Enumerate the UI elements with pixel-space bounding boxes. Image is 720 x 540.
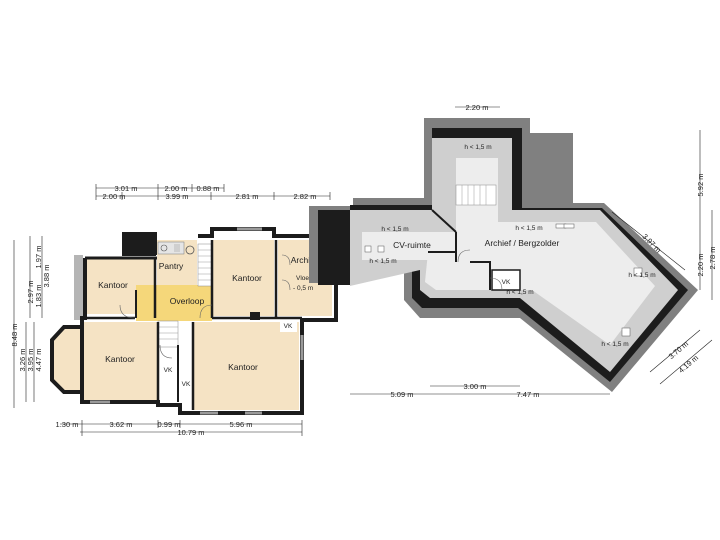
appliances xyxy=(157,241,195,255)
overloop-floor xyxy=(136,285,212,321)
stair-treads xyxy=(158,249,212,340)
dim-top-4: 2.00 m xyxy=(103,192,126,201)
attic-inner-floor xyxy=(362,158,655,345)
dim-left-1: 8.48 m xyxy=(10,324,19,347)
height-note-2: h < 1,5 m xyxy=(381,226,408,233)
room-label-vk-1: VK xyxy=(164,367,173,374)
attic-stair-treads xyxy=(461,185,487,205)
windows xyxy=(90,227,304,415)
room-label-kantoor-1: Kantoor xyxy=(98,280,128,290)
kantoor-3-floor xyxy=(84,322,158,400)
dimension-lines xyxy=(13,106,713,436)
dim-left-3: 1.83 m xyxy=(34,285,43,308)
room-label-vk-2: VK xyxy=(182,381,191,388)
height-note-5: h < 1,5 m xyxy=(506,289,533,296)
room-label-vk-3: VK xyxy=(284,323,293,330)
dim-bottom-1: 1.30 m xyxy=(56,420,79,429)
height-note-3: h < 1,5 m xyxy=(369,258,396,265)
dim-attic-right-1: 5.92 m xyxy=(696,174,705,197)
kantoor-4-floor xyxy=(193,322,299,410)
attic-fixtures xyxy=(364,223,643,337)
room-label-cv-ruimte: CV-ruimte xyxy=(393,240,431,250)
roof-top-right xyxy=(530,133,573,207)
dim-attic-right-2: 2.20 m xyxy=(696,254,705,277)
height-note-1: h < 1,5 m xyxy=(464,144,491,151)
attic-door-swings xyxy=(457,249,503,291)
dim-bottom-total: 10.79 m xyxy=(177,428,204,437)
dim-top-2: 2.00 m xyxy=(165,184,188,193)
room-note-vloer: Vloer xyxy=(296,275,312,282)
stair-left-bottom xyxy=(157,320,179,348)
dim-top-3: 0.88 m xyxy=(197,184,220,193)
side-terrace xyxy=(74,255,83,320)
dim-left-7: 3.95 m xyxy=(26,349,35,372)
left-floor xyxy=(50,227,338,415)
dim-bottom-3: 0.99 m xyxy=(158,420,181,429)
room-label-kantoor-4: Kantoor xyxy=(228,362,258,372)
dim-top-6: 2.81 m xyxy=(236,192,259,201)
room-label-kantoor-3: Kantoor xyxy=(105,354,135,364)
room-label-pantry: Pantry xyxy=(159,261,184,271)
height-note-4: h < 1,5 m xyxy=(515,225,542,232)
dim-bottom-2: 3.62 m xyxy=(110,420,133,429)
dim-attic-bottom-3: 7.47 m xyxy=(517,390,540,399)
column xyxy=(250,312,260,320)
room-note-vloer-depth: - 0,5 m xyxy=(293,285,313,292)
dim-top-7: 2.82 m xyxy=(294,192,317,201)
dim-top-1: 3.01 m xyxy=(115,184,138,193)
vk-2-floor xyxy=(180,345,193,403)
chimney-block xyxy=(122,232,156,256)
dim-left-4: 1.97 m xyxy=(34,246,43,269)
room-label-archief: Archief xyxy=(291,255,318,265)
dim-left-8: 4.47 m xyxy=(34,349,43,372)
room-label-vk-4: VK xyxy=(502,279,511,286)
room-label-archief-bergzolder: Archief / Bergzolder xyxy=(485,238,560,248)
attic-vk-box xyxy=(491,269,521,291)
dim-attic-bottom-1: 3.00 m xyxy=(464,382,487,391)
dim-top-5: 3.99 m xyxy=(166,192,189,201)
dim-attic-right-3: 2.78 m xyxy=(708,247,717,270)
stair-left-top xyxy=(197,243,213,287)
attic-floor xyxy=(309,118,698,392)
door-swings xyxy=(119,254,291,359)
kantoor-2-floor xyxy=(212,240,274,316)
height-note-7: h < 1,5 m xyxy=(601,341,628,348)
room-label-kantoor-2: Kantoor xyxy=(232,273,262,283)
dim-attic-top: 2.20 m xyxy=(466,103,489,112)
room-label-overloop: Overloop xyxy=(170,296,205,306)
vk-1-floor xyxy=(160,345,178,397)
bay-window xyxy=(50,325,84,394)
attic-partitions xyxy=(428,209,491,290)
dim-left-2: 2.97 m xyxy=(26,281,35,304)
dim-attic-diag-2: 3.70 m xyxy=(667,339,690,361)
cv-ruimte-floor xyxy=(362,232,452,260)
dim-attic-bottom-2: 5.09 m xyxy=(391,390,414,399)
vk-3-floor xyxy=(280,320,297,332)
dim-attic-diag-3: 4.19 m xyxy=(677,353,700,375)
dim-left-5: 3.88 m xyxy=(42,265,51,288)
height-note-6: h < 1,5 m xyxy=(628,272,655,279)
dim-left-6: 3.26 m xyxy=(18,349,27,372)
dim-bottom-4: 5.96 m xyxy=(230,420,253,429)
